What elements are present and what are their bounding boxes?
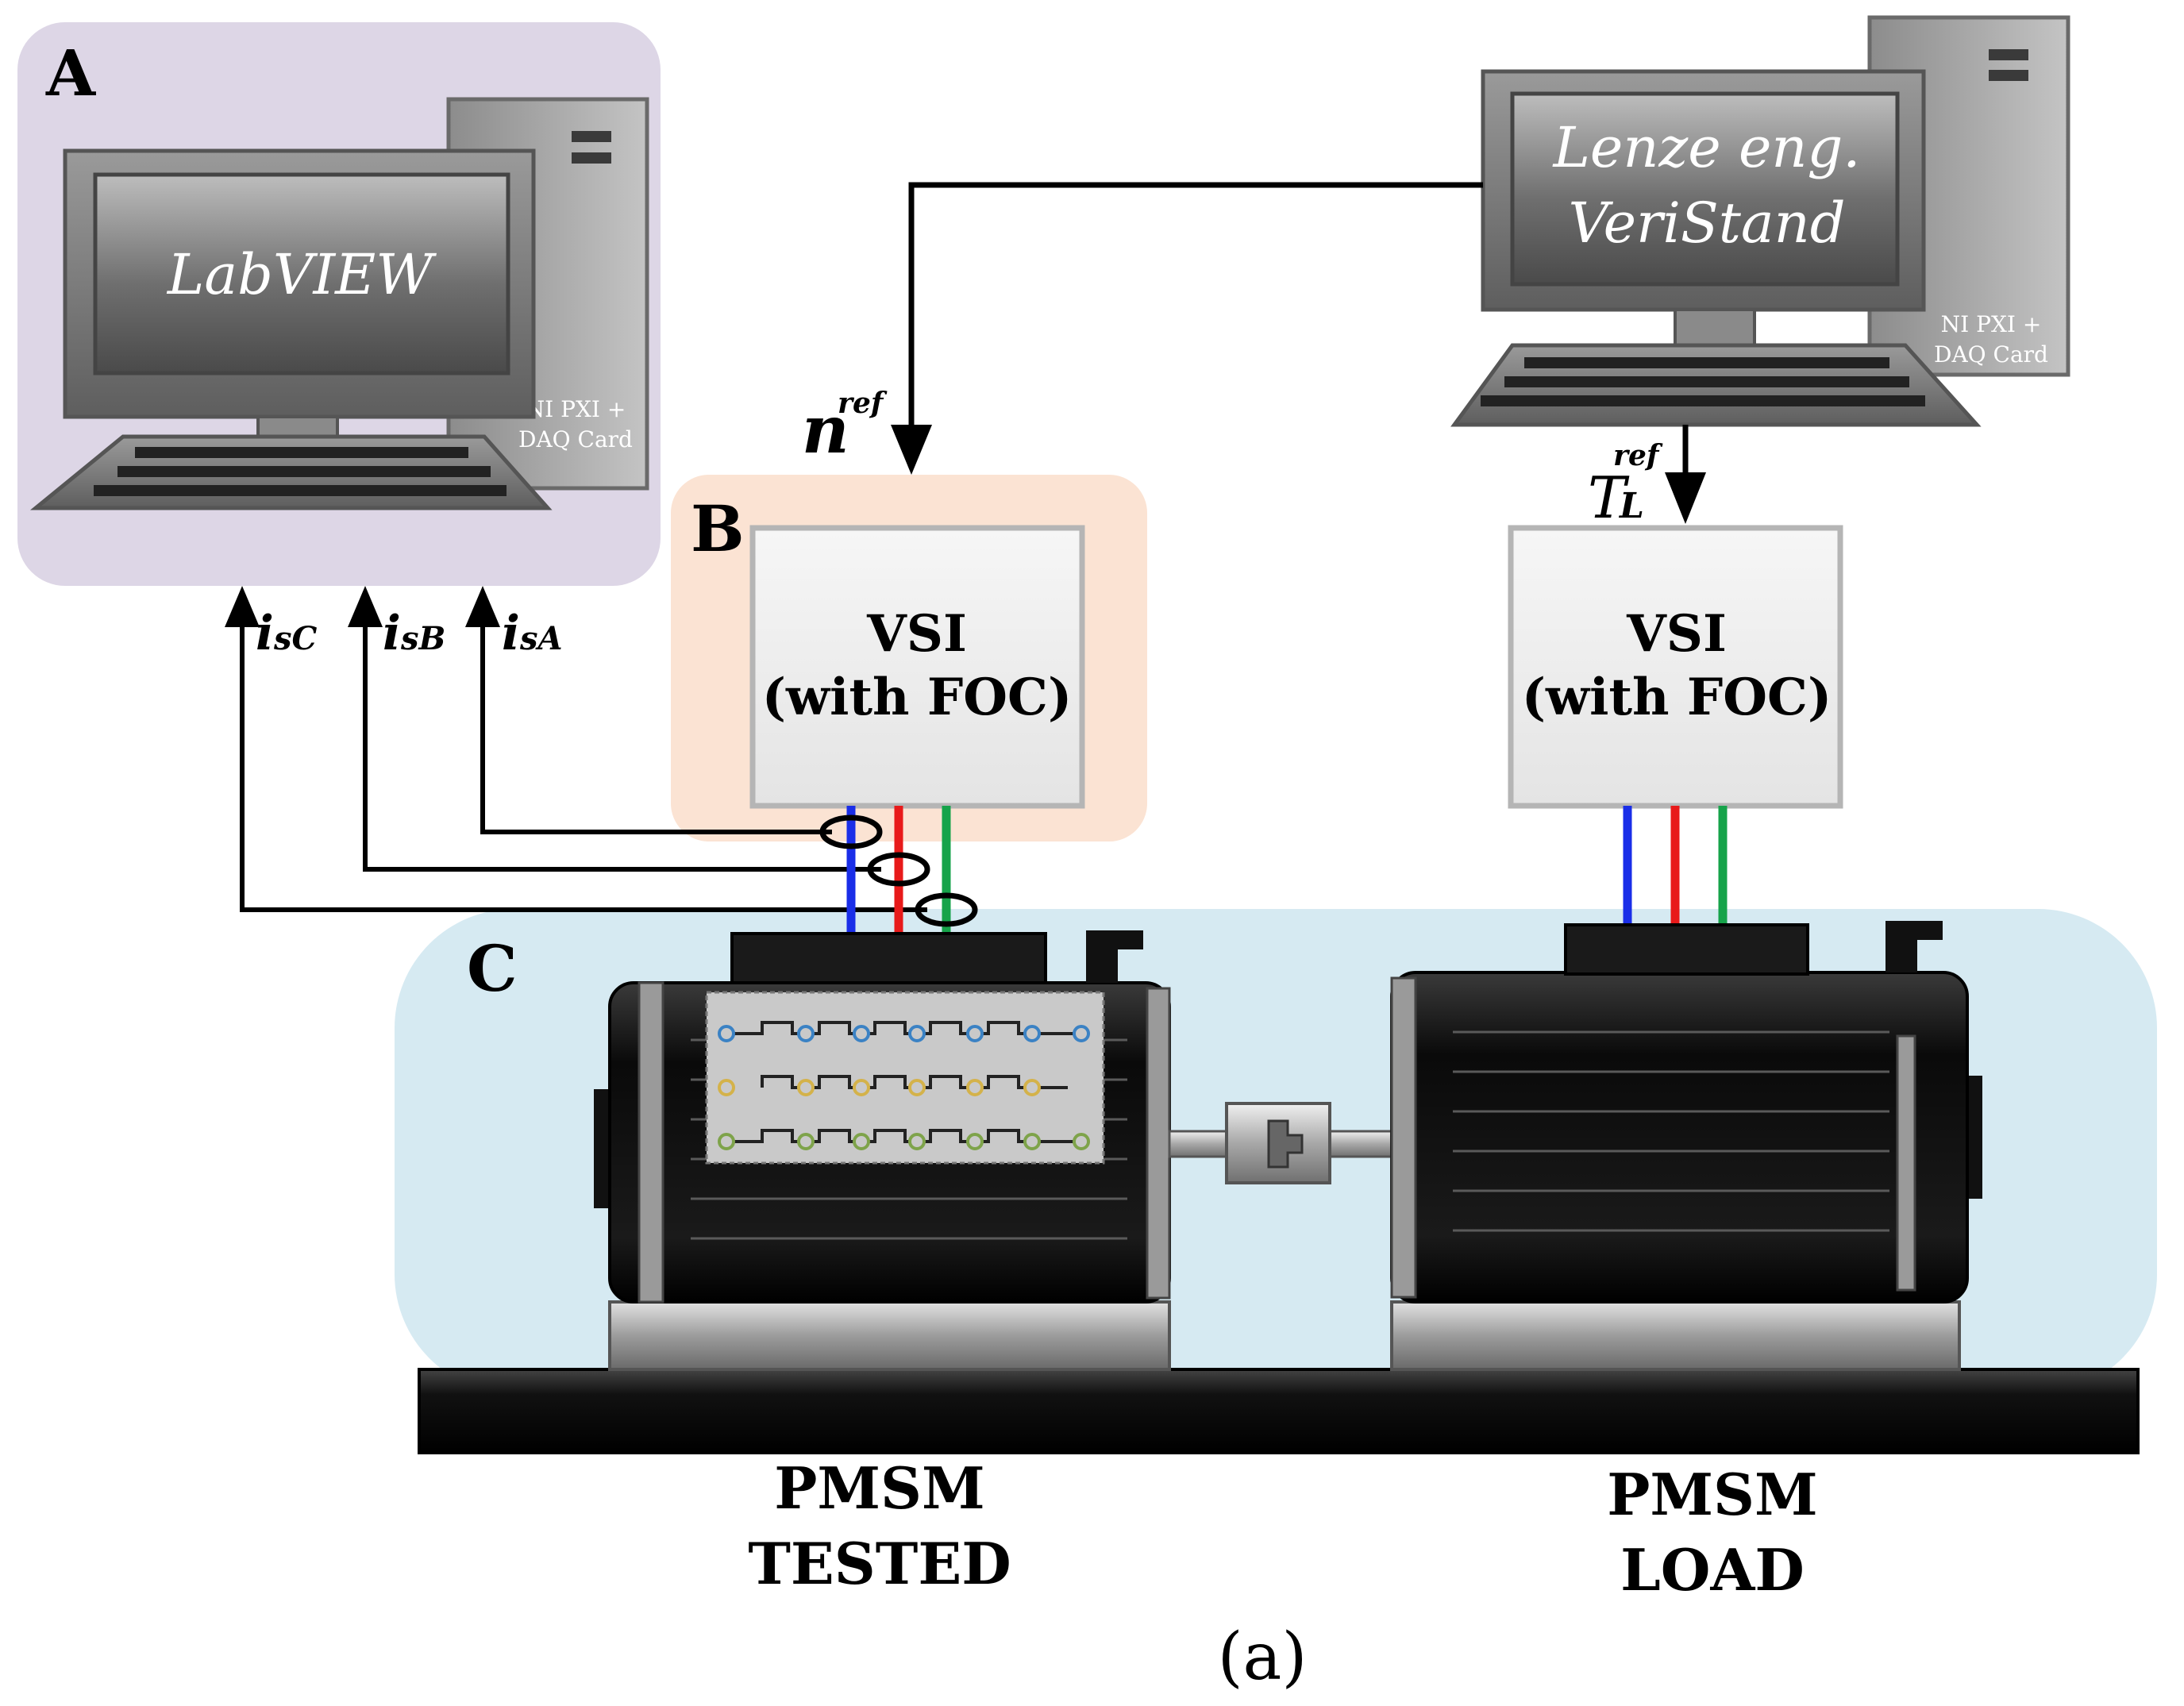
label-isa: i sA bbox=[502, 606, 563, 661]
svg-text:i: i bbox=[383, 606, 401, 661]
motor-load bbox=[1390, 921, 1982, 1371]
caption-tested-line-1: PMSM bbox=[774, 1454, 985, 1522]
right-monitor-stand bbox=[1674, 308, 1756, 347]
right-screen-text-2: VeriStand bbox=[1568, 191, 1845, 256]
vsi-box-right: VSI (with FOC) bbox=[1508, 525, 1843, 809]
svg-text:n: n bbox=[802, 392, 849, 468]
section-label-a: A bbox=[45, 36, 96, 110]
caption-tested-line-2: TESTED bbox=[748, 1530, 1011, 1597]
current-feedback-wires bbox=[240, 619, 927, 912]
vsi-left-line-1: VSI bbox=[866, 604, 967, 664]
left-tower-slot bbox=[572, 152, 611, 164]
svg-text:sB: sB bbox=[400, 620, 445, 657]
torque-reference-arrowhead bbox=[1665, 472, 1706, 524]
svg-text:ref: ref bbox=[1613, 439, 1663, 472]
svg-text:i: i bbox=[502, 606, 520, 661]
speed-reference-arrowhead bbox=[891, 425, 932, 475]
right-computer: NI PXI + DAQ Card Lenze eng. VeriStand bbox=[1450, 15, 2070, 427]
right-tower-slot bbox=[1989, 49, 2028, 60]
current-arrowhead-b bbox=[348, 586, 383, 627]
svg-text:i: i bbox=[256, 606, 274, 661]
phase-cables-left bbox=[846, 806, 951, 935]
left-computer: NI PXI + DAQ Card LabVIEW bbox=[29, 97, 649, 510]
right-tower-slot bbox=[1989, 70, 2028, 81]
current-arrowhead-a bbox=[465, 586, 500, 627]
motor-load-hook bbox=[1885, 921, 1943, 972]
right-card-line-1: NI PXI + bbox=[1941, 311, 2042, 337]
label-isb: i sB bbox=[383, 606, 445, 661]
svg-text:sC: sC bbox=[273, 620, 318, 657]
left-monitor-screen bbox=[93, 172, 510, 375]
svg-text:sA: sA bbox=[519, 620, 563, 657]
winding-schematic bbox=[705, 991, 1105, 1165]
right-keyboard-keys bbox=[1481, 357, 1925, 406]
label-speed-reference: n ref bbox=[802, 387, 888, 468]
svg-text:T: T bbox=[1588, 464, 1630, 531]
right-monitor-screen bbox=[1510, 91, 1900, 287]
left-card-line-1: NI PXI + bbox=[526, 396, 626, 422]
left-screen-text: LabVIEW bbox=[166, 242, 437, 307]
motor-tested bbox=[594, 930, 1171, 1371]
motor-tested-terminal-box bbox=[730, 932, 1047, 984]
motor-load-fins bbox=[1453, 1030, 1889, 1232]
vsi-right-line-1: VSI bbox=[1626, 604, 1727, 664]
vsi-box-left: VSI (with FOC) bbox=[749, 525, 1085, 809]
shaft-coupling bbox=[1225, 1102, 1331, 1184]
right-screen-text-1: Lenze eng. bbox=[1551, 115, 1860, 180]
motor-load-flange-rear bbox=[1896, 1034, 1916, 1292]
current-arrowhead-c bbox=[225, 586, 260, 627]
vsi-right-line-2: (with FOC) bbox=[1522, 668, 1832, 727]
motor-tested-flange-rear bbox=[637, 981, 664, 1304]
caption-load-line-2: LOAD bbox=[1620, 1536, 1805, 1604]
section-label-c: C bbox=[467, 931, 518, 1006]
left-tower-slot bbox=[572, 131, 611, 142]
figure-label: (a) bbox=[1218, 1619, 1308, 1695]
left-keyboard-keys bbox=[94, 447, 507, 496]
current-sensor-b bbox=[867, 852, 930, 887]
current-wire-c bbox=[240, 619, 927, 912]
base-rail bbox=[418, 1368, 2140, 1454]
vsi-left-line-2: (with FOC) bbox=[762, 668, 1072, 727]
section-label-b: B bbox=[691, 491, 745, 566]
current-sensor-c bbox=[915, 892, 978, 927]
motor-load-terminal-box bbox=[1564, 923, 1809, 976]
current-wire-a bbox=[480, 619, 832, 834]
current-wire-b bbox=[363, 619, 881, 872]
label-isc: i sC bbox=[256, 606, 318, 661]
svg-text:ref: ref bbox=[838, 387, 888, 420]
label-torque-reference: T L ref bbox=[1588, 439, 1663, 531]
svg-text:L: L bbox=[1618, 486, 1644, 526]
current-sensors bbox=[819, 814, 978, 927]
left-card-line-2: DAQ Card bbox=[518, 426, 633, 452]
motor-load-body bbox=[1390, 971, 1969, 1304]
motor-tested-hook bbox=[1086, 930, 1143, 983]
motor-tested-flange-front bbox=[1146, 987, 1171, 1300]
motor-load-base bbox=[1390, 1300, 1961, 1371]
motor-tested-base bbox=[608, 1300, 1171, 1371]
caption-load-line-1: PMSM bbox=[1607, 1461, 1818, 1528]
speed-reference-wire bbox=[908, 182, 1483, 445]
current-sensor-a bbox=[819, 814, 883, 849]
motor-load-flange-front bbox=[1390, 976, 1417, 1299]
right-card-line-2: DAQ Card bbox=[1934, 341, 2048, 368]
phase-cables-right bbox=[1623, 806, 1728, 925]
